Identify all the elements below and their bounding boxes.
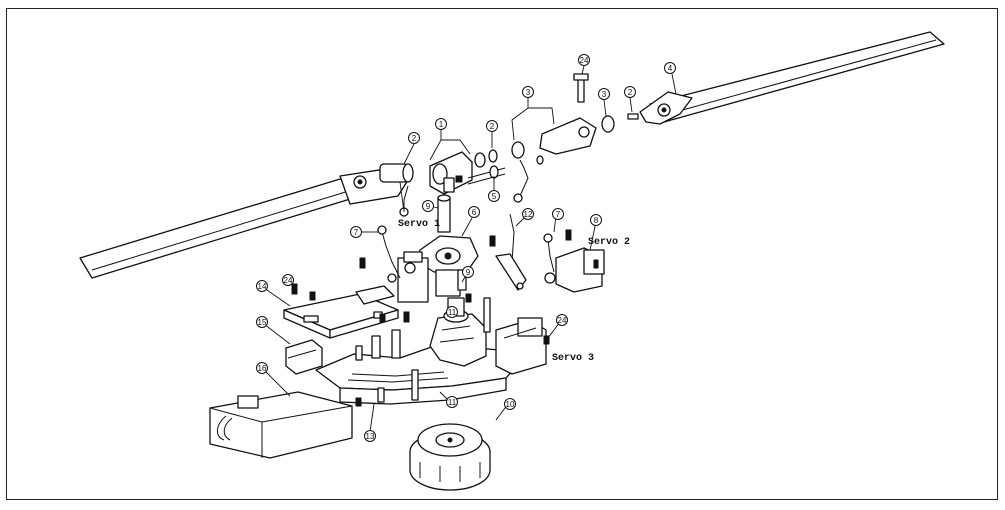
svg-text:2: 2 bbox=[412, 134, 417, 143]
servo-2 bbox=[543, 233, 605, 293]
servo-2-label: Servo 2 bbox=[588, 237, 630, 248]
callout-7-left: 7 bbox=[350, 226, 362, 238]
svg-text:13: 13 bbox=[366, 432, 375, 441]
main-gear-housing bbox=[429, 297, 487, 367]
callout-24-top: 24 bbox=[578, 54, 590, 66]
svg-text:24: 24 bbox=[284, 276, 293, 285]
callout-8: 8 bbox=[590, 214, 602, 226]
callout-16: 16 bbox=[256, 362, 268, 374]
svg-text:2: 2 bbox=[490, 122, 495, 131]
callout-3-grip: 3 bbox=[522, 86, 534, 98]
svg-text:7: 7 bbox=[556, 210, 561, 219]
svg-text:1: 1 bbox=[439, 120, 444, 129]
rotor-blade-right bbox=[639, 31, 945, 125]
callout-1: 1 bbox=[435, 118, 447, 130]
svg-text:3: 3 bbox=[602, 90, 607, 99]
callout-2-left: 2 bbox=[408, 132, 420, 144]
flight-control-board bbox=[283, 285, 399, 339]
svg-text:3: 3 bbox=[526, 88, 531, 97]
callout-11-upper: 11 bbox=[446, 306, 458, 318]
callout-7-right: 7 bbox=[552, 208, 564, 220]
svg-text:14: 14 bbox=[258, 282, 267, 291]
svg-text:9: 9 bbox=[466, 268, 471, 277]
svg-text:16: 16 bbox=[258, 364, 267, 373]
svg-text:8: 8 bbox=[594, 216, 599, 225]
pitch-arms bbox=[403, 155, 544, 212]
callout-13: 13 bbox=[364, 430, 376, 442]
svg-text:2: 2 bbox=[628, 88, 633, 97]
blade-grip-left bbox=[379, 163, 414, 217]
callout-12: 12 bbox=[522, 208, 534, 220]
svg-text:7: 7 bbox=[354, 228, 359, 237]
main-shaft bbox=[437, 194, 451, 233]
svg-text:12: 12 bbox=[524, 210, 533, 219]
screws bbox=[291, 229, 599, 407]
receiver-module bbox=[285, 339, 323, 375]
rotor-blade-left bbox=[79, 167, 409, 279]
callout-14: 14 bbox=[256, 280, 268, 292]
callout-24-servo3: 24 bbox=[556, 314, 568, 326]
callout-5: 5 bbox=[488, 190, 500, 202]
callout-6: 6 bbox=[468, 206, 480, 218]
main-frame bbox=[315, 329, 521, 405]
callout-9-shaft: 9 bbox=[422, 200, 434, 212]
battery-pack bbox=[209, 391, 353, 459]
svg-text:24: 24 bbox=[558, 316, 567, 325]
callout-4: 4 bbox=[664, 62, 676, 74]
callout-11-lower: 11 bbox=[446, 396, 458, 408]
svg-text:9: 9 bbox=[426, 202, 431, 211]
feathering-shaft-parts bbox=[467, 149, 506, 185]
svg-text:6: 6 bbox=[472, 208, 477, 217]
callout-9-lower: 9 bbox=[462, 266, 474, 278]
callout-15: 15 bbox=[256, 316, 268, 328]
callout-3-bearing: 3 bbox=[598, 88, 610, 100]
svg-text:24: 24 bbox=[580, 56, 589, 65]
servo-1-label: Servo 1 bbox=[398, 219, 440, 230]
blade-grip-right bbox=[511, 73, 639, 159]
svg-text:15: 15 bbox=[258, 318, 267, 327]
servo-3 bbox=[483, 297, 547, 375]
svg-text:11: 11 bbox=[448, 398, 457, 407]
tail-linkage bbox=[495, 213, 527, 291]
svg-text:10: 10 bbox=[506, 400, 515, 409]
servo-3-label: Servo 3 bbox=[552, 353, 594, 364]
servo-1 bbox=[377, 225, 429, 303]
callout-2-center: 2 bbox=[486, 120, 498, 132]
svg-text:5: 5 bbox=[492, 192, 497, 201]
brushless-motor bbox=[409, 423, 491, 491]
callout-24-board: 24 bbox=[282, 274, 294, 286]
callout-2-right: 2 bbox=[624, 86, 636, 98]
rotor-hub bbox=[429, 151, 473, 195]
svg-text:11: 11 bbox=[448, 308, 457, 317]
drawing-frame bbox=[6, 8, 998, 500]
callouts: 1 2 2 2 3 3 4 5 6 7 7 8 9 9 10 11 11 12 … bbox=[256, 54, 676, 442]
svg-text:4: 4 bbox=[668, 64, 673, 73]
callout-10: 10 bbox=[504, 398, 516, 410]
